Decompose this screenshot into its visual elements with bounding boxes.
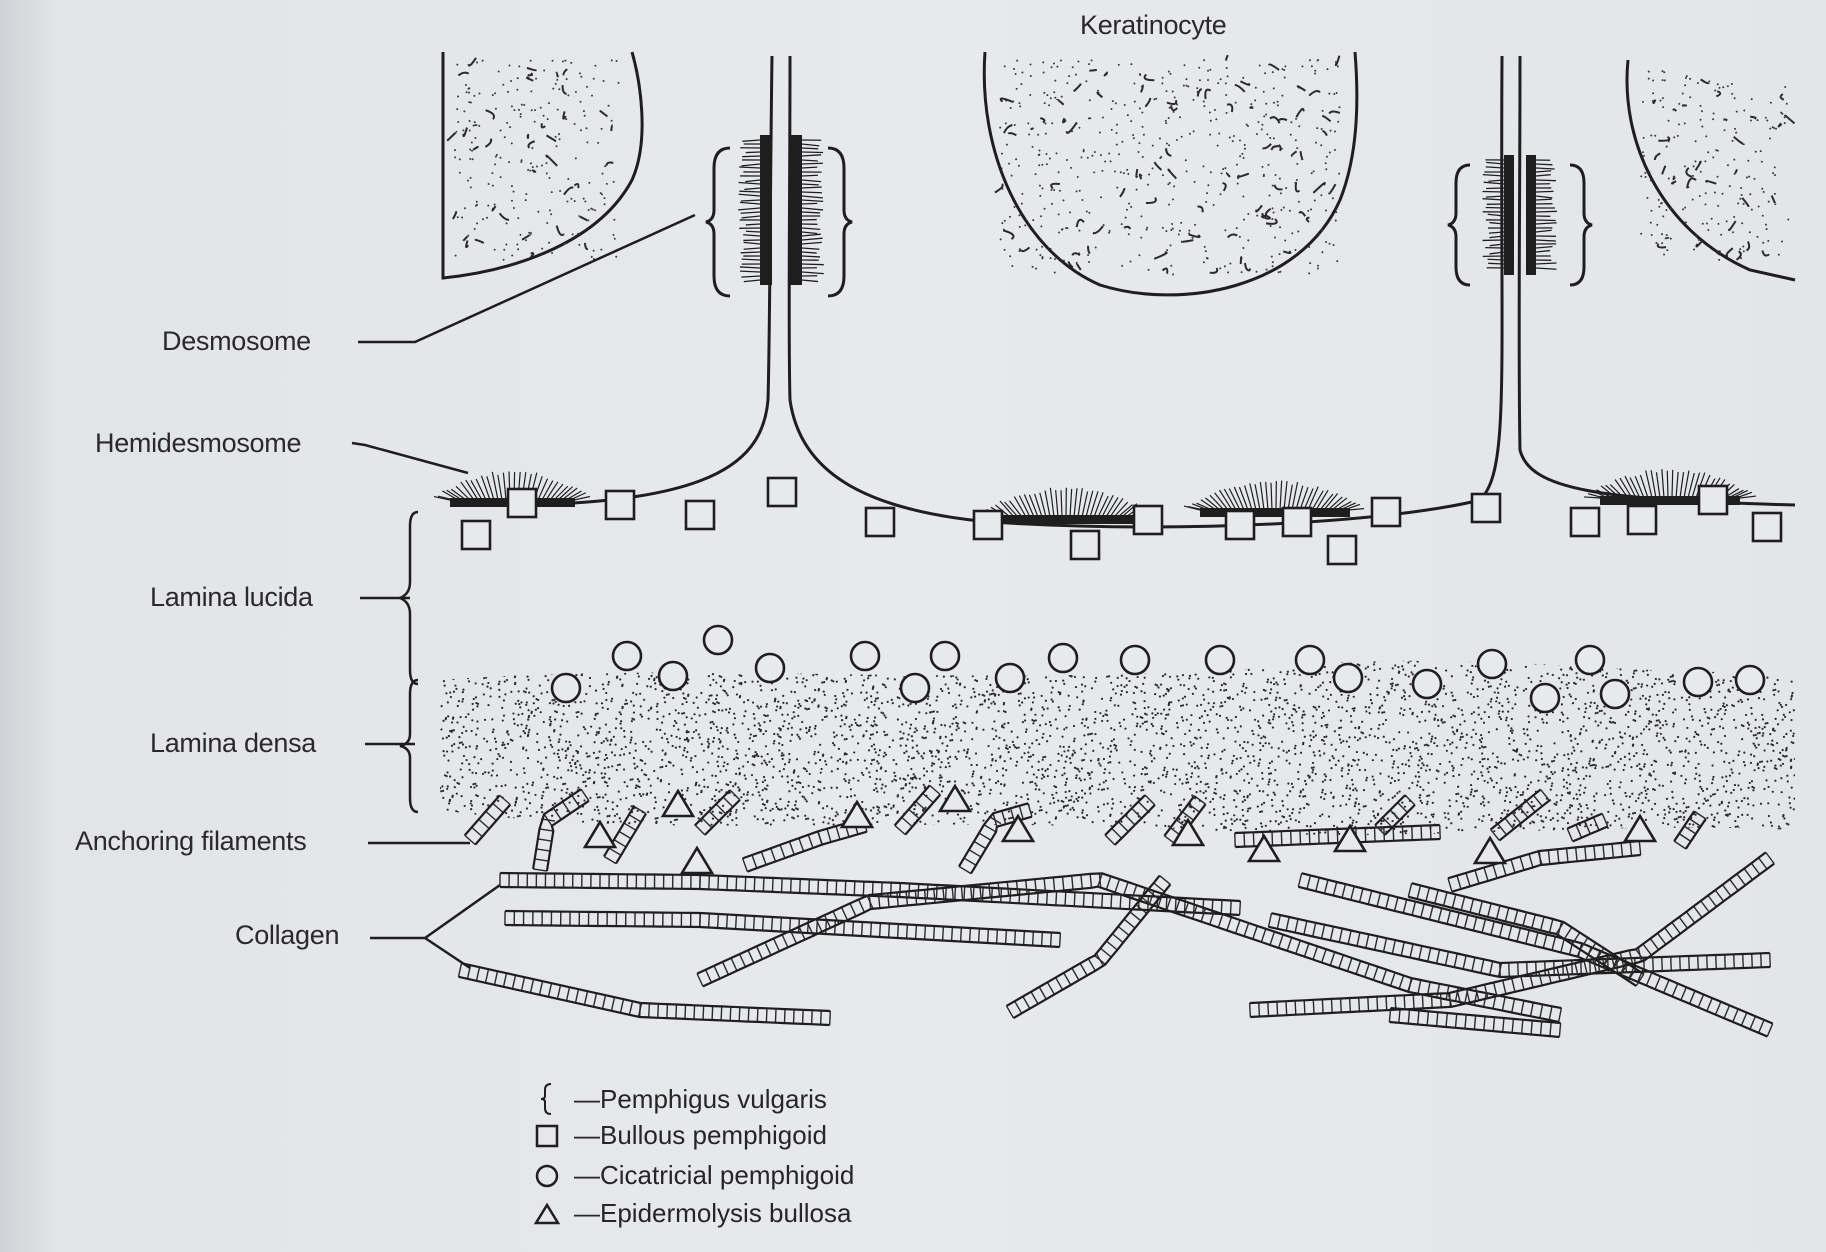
triangle-icon — [530, 1202, 564, 1226]
bullous-pemphigoid-marker — [686, 501, 714, 529]
bullous-pemphigoid-marker — [1628, 506, 1656, 534]
legend-item-cicatricial-pemphigoid: —Cicatricial pemphigoid — [530, 1160, 854, 1191]
cicatricial-pemphigoid-marker — [1296, 646, 1324, 674]
bullous-pemphigoid-marker — [1226, 511, 1254, 539]
keratinocyte-cells — [443, 52, 1795, 295]
epidermolysis-bullosa-marker — [1003, 816, 1033, 841]
bullous-pemphigoid-marker — [1328, 536, 1356, 564]
cicatricial-pemphigoid-marker — [1121, 646, 1149, 674]
bullous-pemphigoid-marker — [606, 491, 634, 519]
cicatricial-pemphigoid-marker — [1684, 668, 1712, 696]
legend-text: —Bullous pemphigoid — [574, 1120, 827, 1151]
cicatricial-pemphigoid-marker — [756, 654, 784, 682]
epidermolysis-bullosa-marker — [1475, 838, 1505, 863]
label-anchoring-filaments: Anchoring filaments — [75, 826, 306, 857]
epidermolysis-bullosa-marker — [663, 791, 693, 816]
cicatricial-pemphigoid-marker — [1601, 680, 1629, 708]
bullous-pemphigoid-marker — [768, 478, 796, 506]
bullous-pemphigoid-marker — [1283, 508, 1311, 536]
cicatricial-pemphigoid-marker — [1531, 684, 1559, 712]
label-desmosome: Desmosome — [162, 326, 311, 357]
cicatricial-pemphigoid-marker — [1576, 646, 1604, 674]
bullous-pemphigoid-marker — [1134, 506, 1162, 534]
cicatricial-pemphigoid-marker — [1478, 650, 1506, 678]
label-hemidesmosome: Hemidesmosome — [95, 428, 301, 459]
bullous-pemphigoid-marker — [1472, 494, 1500, 522]
cicatricial-pemphigoid-marker — [931, 642, 959, 670]
epidermolysis-bullosa-markers — [585, 786, 1655, 873]
desmosome-left — [706, 135, 852, 296]
label-lamina-lucida: Lamina lucida — [150, 582, 313, 613]
bullous-pemphigoid-marker — [866, 508, 894, 536]
cicatricial-pemphigoid-marker — [1049, 644, 1077, 672]
epidermolysis-bullosa-marker — [1625, 816, 1655, 841]
legend-item-bullous-pemphigoid: —Bullous pemphigoid — [530, 1120, 827, 1151]
bullous-pemphigoid-marker — [1699, 486, 1727, 514]
label-keratinocyte: Keratinocyte — [1080, 10, 1226, 41]
cicatricial-pemphigoid-marker — [552, 674, 580, 702]
bullous-pemphigoid-marker — [1571, 508, 1599, 536]
cicatricial-pemphigoid-marker — [704, 626, 732, 654]
cicatricial-pemphigoid-marker — [1334, 664, 1362, 692]
epidermolysis-bullosa-marker — [585, 822, 615, 847]
cell-texture — [447, 55, 1794, 275]
label-lamina-densa: Lamina densa — [150, 728, 316, 759]
bullous-pemphigoid-marker — [1372, 498, 1400, 526]
square-icon — [530, 1123, 564, 1149]
cicatricial-pemphigoid-markers — [552, 626, 1764, 712]
circle-icon — [530, 1163, 564, 1189]
legend-item-epidermolysis-bullosa: —Epidermolysis bullosa — [530, 1198, 851, 1229]
legend-text: —Pemphigus vulgaris — [574, 1084, 827, 1115]
bullous-pemphigoid-marker — [974, 511, 1002, 539]
cicatricial-pemphigoid-marker — [613, 642, 641, 670]
brace-icon — [530, 1082, 564, 1116]
epidermolysis-bullosa-marker — [842, 802, 872, 827]
bullous-pemphigoid-marker — [1071, 531, 1099, 559]
legend-text: —Epidermolysis bullosa — [574, 1198, 851, 1229]
legend-item-pemphigus-vulgaris: —Pemphigus vulgaris — [530, 1082, 827, 1116]
cicatricial-pemphigoid-marker — [1413, 670, 1441, 698]
epidermolysis-bullosa-marker — [682, 848, 712, 873]
cicatricial-pemphigoid-marker — [996, 664, 1024, 692]
epidermolysis-bullosa-marker — [940, 786, 970, 811]
cicatricial-pemphigoid-marker — [659, 662, 687, 690]
bullous-pemphigoid-marker — [508, 489, 536, 517]
bullous-pemphigoid-marker — [1753, 513, 1781, 541]
leader-lines — [352, 215, 695, 968]
bullous-pemphigoid-marker — [462, 521, 490, 549]
cicatricial-pemphigoid-marker — [851, 642, 879, 670]
label-collagen: Collagen — [235, 920, 339, 951]
cicatricial-pemphigoid-marker — [901, 674, 929, 702]
legend-text: —Cicatricial pemphigoid — [574, 1160, 854, 1191]
cicatricial-pemphigoid-marker — [1736, 666, 1764, 694]
cicatricial-pemphigoid-marker — [1206, 646, 1234, 674]
